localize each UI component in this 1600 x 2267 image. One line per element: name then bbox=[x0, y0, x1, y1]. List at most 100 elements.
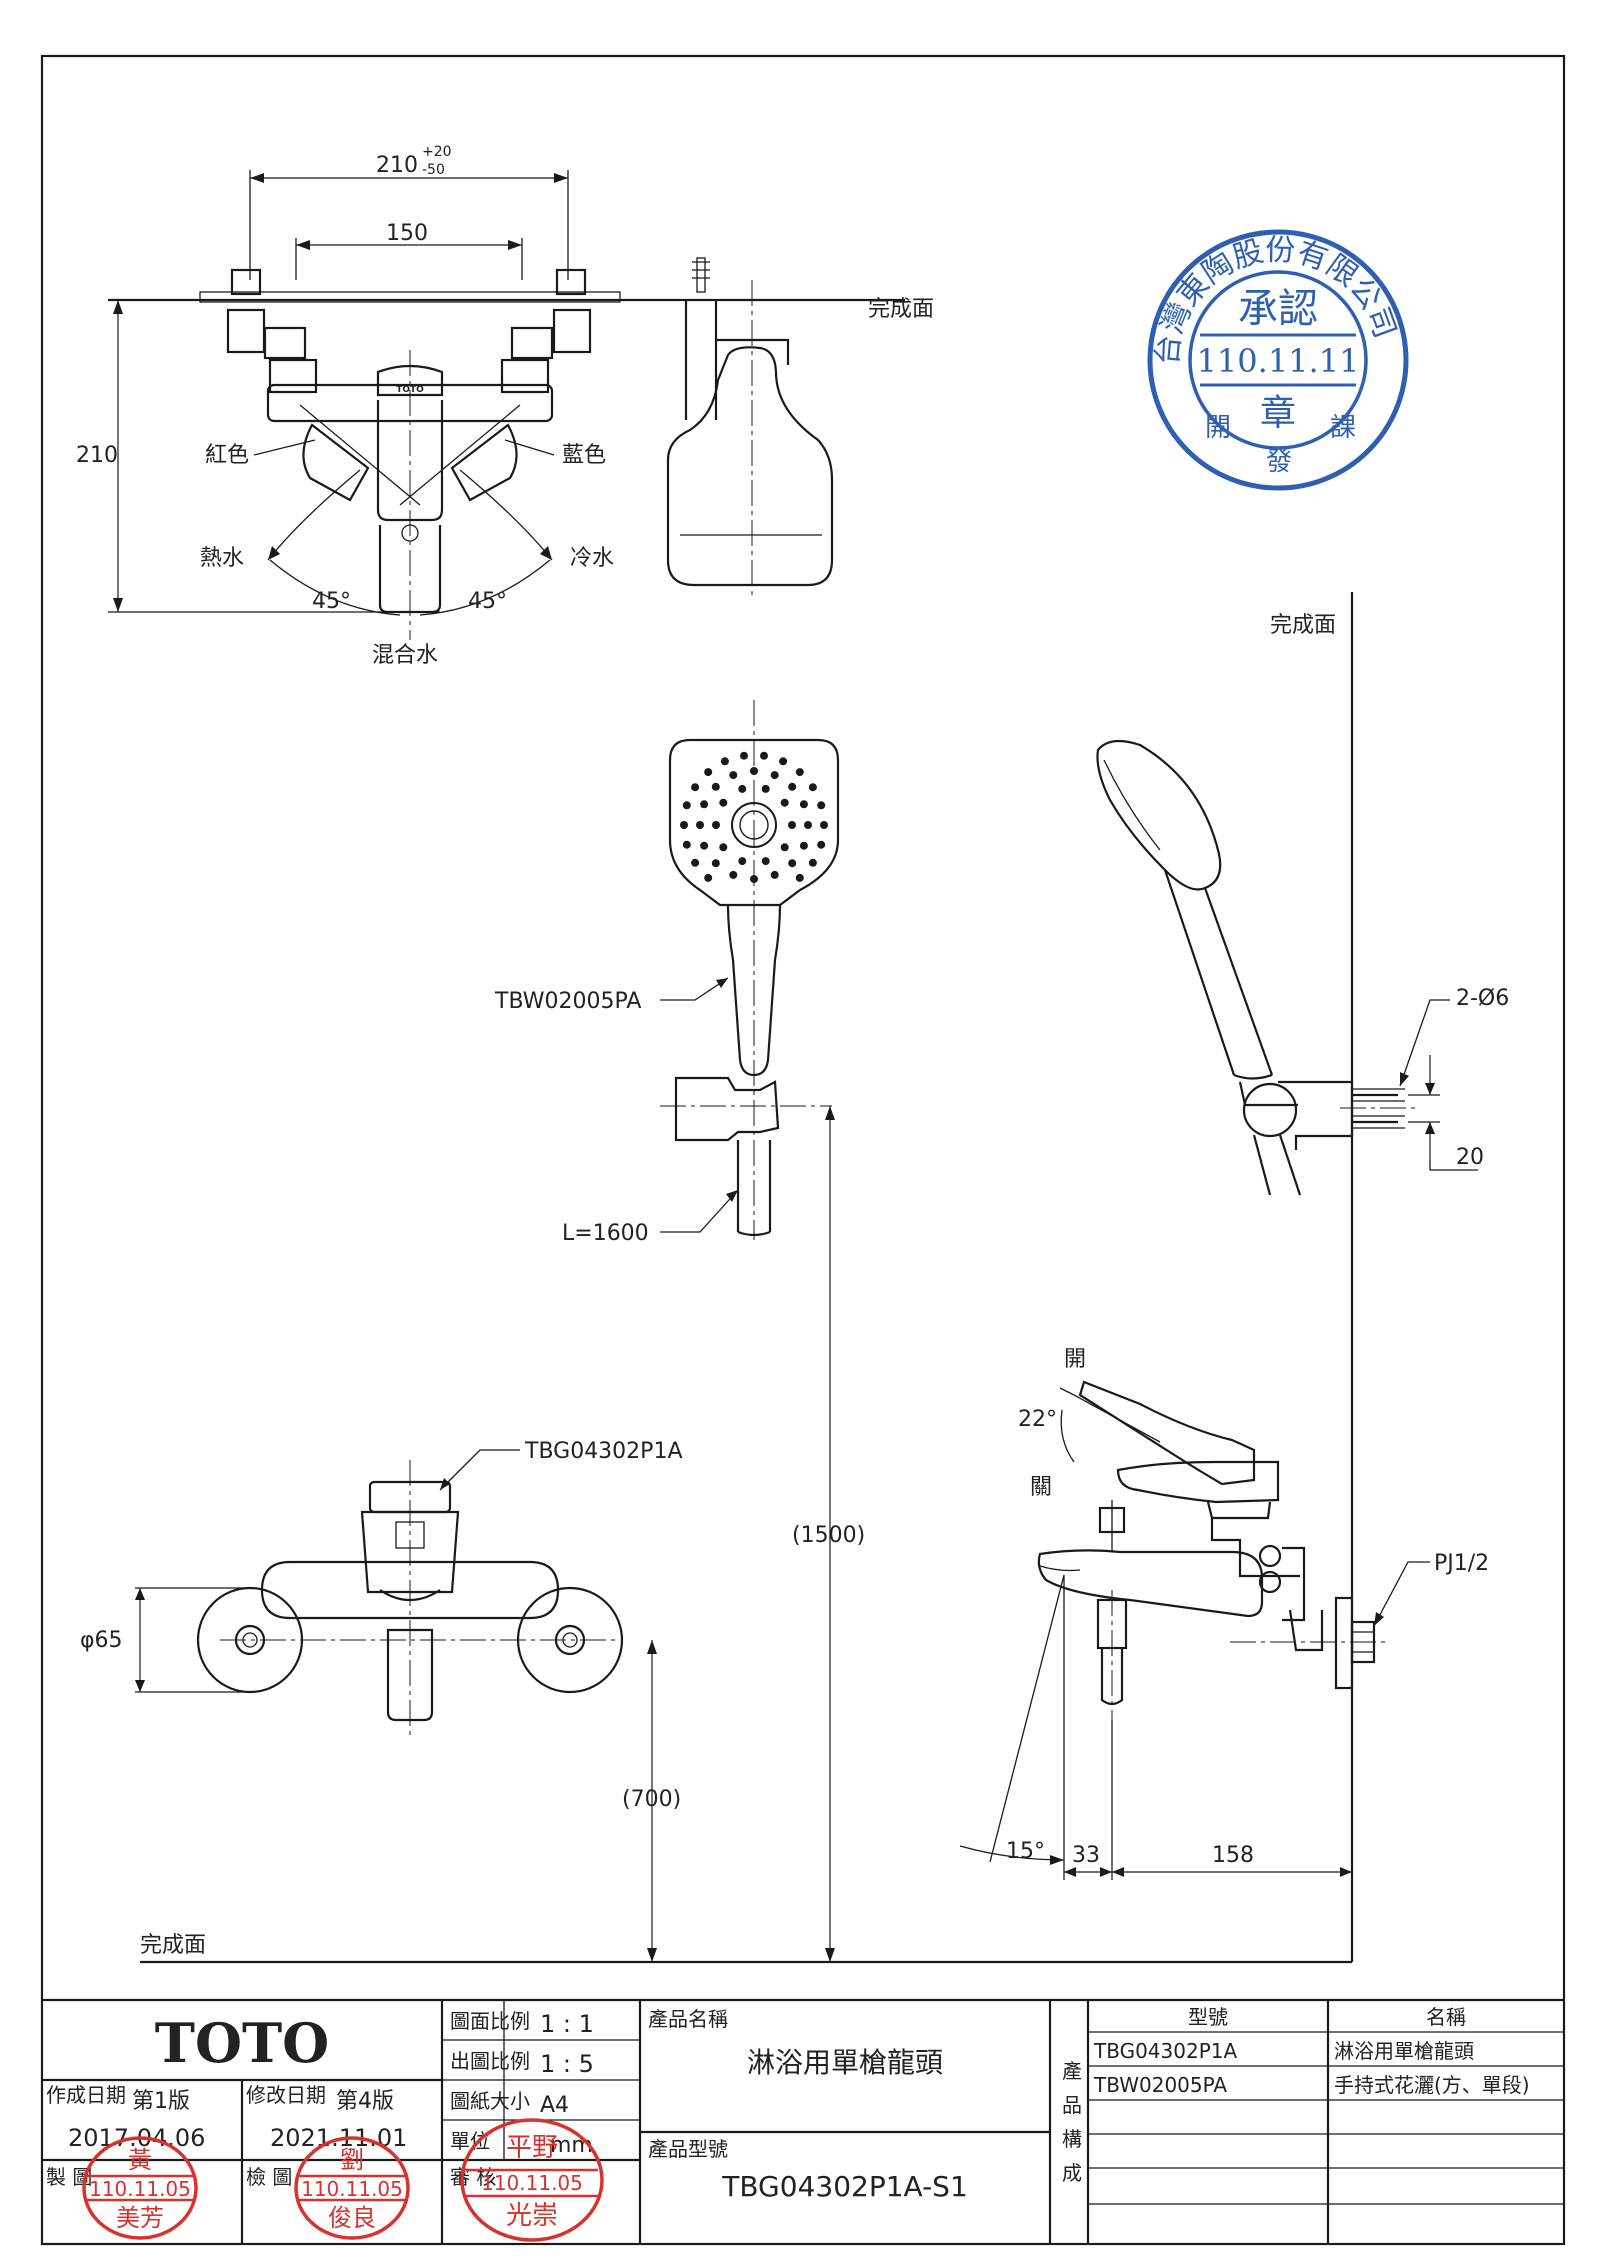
label-hose-length: L=1600 bbox=[562, 1221, 649, 1246]
spray-nozzle bbox=[820, 821, 828, 829]
component-2-name: 手持式花灑(方、單段) bbox=[1334, 2073, 1530, 2097]
label-pipe-thread: PJ1/2 bbox=[1434, 1551, 1489, 1576]
stamp-reviewed-name: 光崇 bbox=[506, 2201, 558, 2231]
stamp-drawn-surname: 黃 bbox=[128, 2146, 152, 2174]
label-finished-surface-top: 完成面 bbox=[868, 297, 934, 322]
spray-nozzle bbox=[696, 821, 704, 829]
spray-nozzle bbox=[761, 857, 770, 866]
component-1-model: TBG04302P1A bbox=[1093, 2039, 1237, 2063]
spray-nozzle bbox=[799, 841, 808, 850]
spray-nozzle bbox=[729, 870, 738, 879]
label-close: 關 bbox=[1030, 1475, 1052, 1500]
front-view: TOTO bbox=[108, 170, 905, 640]
drawing-scale: 1 : 1 bbox=[540, 2010, 594, 2038]
print-scale-label: 出圖比例 bbox=[450, 2049, 530, 2073]
spray-nozzle bbox=[779, 757, 788, 766]
spray-nozzle bbox=[788, 782, 797, 791]
stamp-checked-surname: 劉 bbox=[340, 2146, 364, 2174]
label-mixed-water: 混合水 bbox=[372, 643, 438, 668]
spray-nozzle bbox=[817, 801, 826, 810]
spray-nozzle bbox=[682, 840, 691, 849]
stamp-approval-bottom-right: 發 bbox=[1266, 447, 1292, 477]
title-block-grid bbox=[42, 2000, 1564, 2244]
spray-nozzle bbox=[740, 751, 748, 760]
dim-spacing: 150 bbox=[386, 221, 428, 246]
dim-height: 210 bbox=[76, 443, 118, 468]
product-model: TBG04302P1A-S1 bbox=[721, 2170, 968, 2203]
paper-size: A4 bbox=[540, 2093, 569, 2118]
component-2-model: TBW02005PA bbox=[1093, 2073, 1227, 2097]
stamp-reviewed bbox=[460, 2118, 604, 2242]
spray-nozzle bbox=[808, 858, 817, 867]
spray-nozzle bbox=[691, 783, 700, 792]
spray-nozzle bbox=[770, 870, 779, 879]
dim-overall-width: 210 bbox=[376, 153, 418, 178]
stamp-checked-name: 俊良 bbox=[328, 2204, 376, 2232]
spray-nozzle bbox=[799, 800, 808, 809]
spray-nozzle bbox=[761, 784, 770, 793]
drawing-frame bbox=[40, 54, 1566, 2246]
spray-nozzle bbox=[711, 859, 720, 868]
hand-shower-front bbox=[660, 700, 840, 1240]
stamp-approval-bottom-left: 開 bbox=[1205, 413, 1231, 443]
spray-nozzle bbox=[808, 783, 817, 792]
checked-label: 檢 圖 bbox=[246, 2165, 292, 2189]
spray-nozzle bbox=[795, 768, 804, 777]
revised-label: 修改日期 bbox=[246, 2083, 326, 2107]
stamp-reviewed-surname: 平野 bbox=[506, 2133, 558, 2163]
label-angle-right: 45° bbox=[468, 589, 507, 614]
spray-nozzle bbox=[711, 782, 720, 791]
composition-label-2: 品 bbox=[1062, 2093, 1082, 2117]
spray-nozzle bbox=[704, 873, 713, 882]
drawing-scale-label: 圖面比例 bbox=[450, 2009, 530, 2033]
label-angle-left: 45° bbox=[312, 589, 351, 614]
print-scale: 1 : 5 bbox=[540, 2050, 594, 2078]
component-1-name: 淋浴用單槍龍頭 bbox=[1334, 2039, 1474, 2063]
brand-logo: TOTO bbox=[155, 2011, 329, 2075]
label-install-height-faucet: (700) bbox=[622, 1787, 681, 1812]
composition-label-4: 成 bbox=[1062, 2161, 1082, 2185]
label-spout-angle: 15° bbox=[1006, 1839, 1045, 1864]
stamp-drawn-date: 110.11.05 bbox=[89, 2177, 191, 2201]
label-screw-spec: 2-Ø6 bbox=[1456, 986, 1509, 1011]
stamp-reviewed-date: 110.11.05 bbox=[481, 2171, 583, 2195]
spray-nozzle bbox=[682, 801, 691, 810]
components-header-model: 型號 bbox=[1188, 2005, 1228, 2029]
label-install-height-shower: (1500) bbox=[792, 1523, 865, 1548]
product-name: 淋浴用單槍龍頭 bbox=[747, 2046, 943, 2079]
spray-nozzle bbox=[719, 843, 728, 852]
spray-nozzle bbox=[795, 873, 804, 882]
spray-nozzle bbox=[788, 859, 797, 868]
label-red: 紅色 bbox=[205, 443, 249, 468]
label-finished-surface-wall: 完成面 bbox=[1270, 613, 1336, 638]
faucet-front bbox=[135, 1449, 624, 1740]
approval-stamp bbox=[1147, 229, 1409, 491]
dim-tolerance-minus: -50 bbox=[422, 162, 445, 178]
spray-nozzle bbox=[712, 821, 720, 829]
composition-label-3: 構 bbox=[1062, 2127, 1082, 2151]
spray-nozzle bbox=[788, 821, 796, 829]
spray-nozzle bbox=[729, 771, 738, 780]
spray-nozzle bbox=[780, 843, 789, 852]
spray-nozzle bbox=[720, 757, 729, 766]
stamp-approval-date: 110.11.11 bbox=[1197, 342, 1360, 380]
product-model-label: 產品型號 bbox=[648, 2137, 728, 2161]
label-cold-water: 冷水 bbox=[570, 546, 614, 571]
label-open: 開 bbox=[1064, 1347, 1086, 1372]
spray-nozzle bbox=[719, 798, 728, 807]
spray-nozzle bbox=[804, 821, 812, 829]
product-name-label: 產品名稱 bbox=[648, 2007, 728, 2031]
label-finished-surface-floor: 完成面 bbox=[140, 1933, 206, 1958]
spray-nozzle bbox=[691, 858, 700, 867]
stamp-checked bbox=[294, 2136, 410, 2240]
composition-label-1: 產 bbox=[1062, 2059, 1082, 2083]
created-version: 第1版 bbox=[132, 2089, 190, 2114]
label-hot-water: 熱水 bbox=[200, 546, 244, 571]
spray-nozzle bbox=[770, 771, 779, 780]
spray-nozzle bbox=[760, 751, 768, 760]
label-screw-offset: 20 bbox=[1456, 1145, 1484, 1170]
hand-shower-side bbox=[1096, 739, 1478, 1196]
spray-nozzle bbox=[704, 768, 713, 777]
